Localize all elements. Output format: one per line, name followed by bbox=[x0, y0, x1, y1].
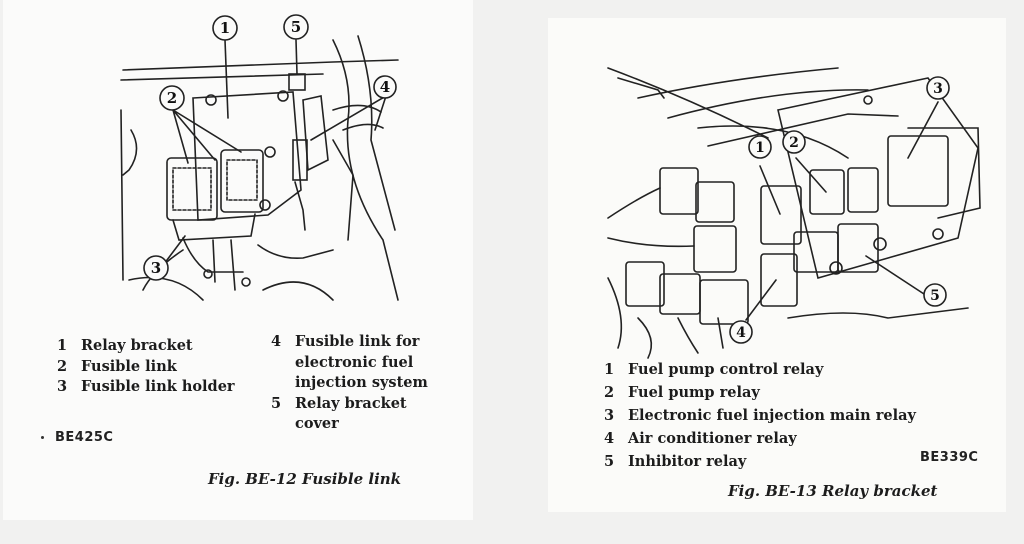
callout-5-label: 5 bbox=[930, 288, 940, 304]
callout-2-label: 2 bbox=[789, 135, 799, 151]
fusible-link-diagram: 1 2 3 4 5 bbox=[120, 14, 399, 301]
callout-3-label: 3 bbox=[151, 259, 161, 277]
callout-2-label: 2 bbox=[167, 89, 177, 107]
figure-code: BE339C bbox=[920, 450, 979, 465]
scan-speck bbox=[41, 436, 44, 439]
callout-3-label: 3 bbox=[933, 81, 943, 97]
figure-caption: Fig. BE-13 Relay bracket bbox=[728, 482, 938, 500]
callout-4-label: 4 bbox=[380, 78, 390, 96]
figure-caption: Fig. BE-12 Fusible link bbox=[208, 470, 402, 488]
callout-1-label: 1 bbox=[755, 140, 765, 156]
callout-1-label: 1 bbox=[220, 19, 230, 37]
relay-bracket-diagram: 1 2 3 4 5 bbox=[607, 67, 981, 359]
callout-5-label: 5 bbox=[291, 18, 301, 36]
callout-4-label: 4 bbox=[736, 325, 746, 341]
figure-code: BE425C bbox=[55, 430, 114, 445]
